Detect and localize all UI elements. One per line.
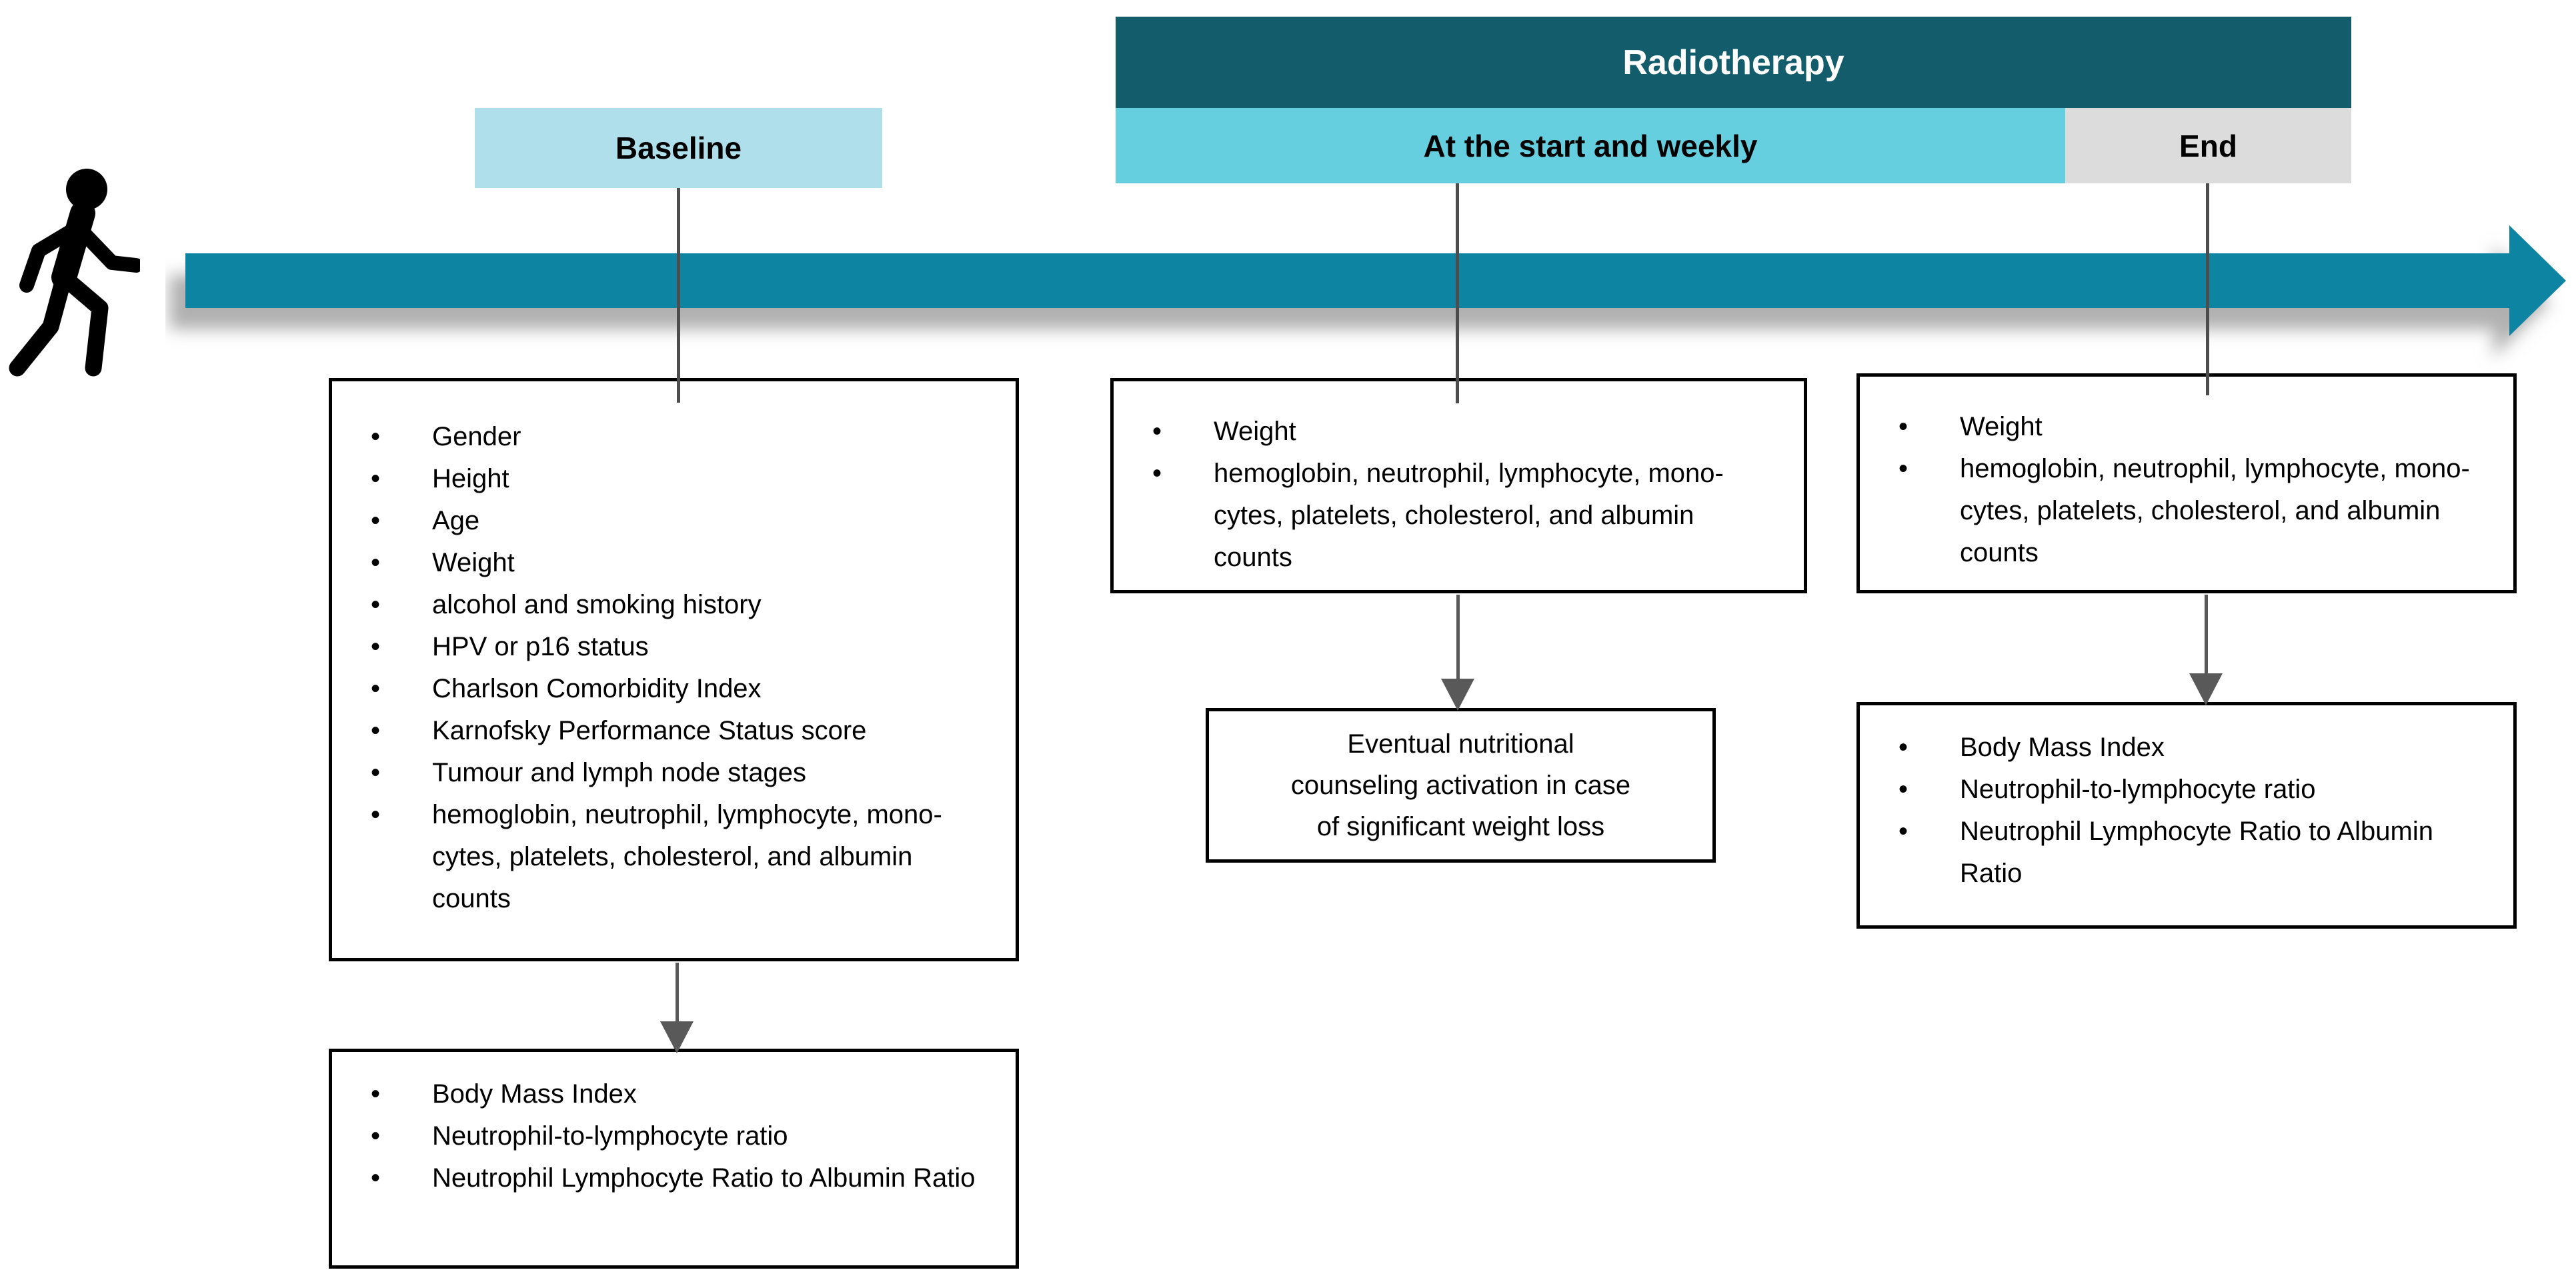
- list-item: Height: [332, 458, 985, 500]
- list-item: Gender: [332, 416, 985, 458]
- during-assessments-list: Weighthemoglobin, neutrophil, lymphocyte…: [1114, 381, 1804, 579]
- end-assessments-list: Weighthemoglobin, neutrophil, lymphocyte…: [1860, 377, 2513, 574]
- baseline-derived-indices-box: Body Mass IndexNeutrophil-to-lymphocyte …: [329, 1049, 1019, 1269]
- list-item: Neutrophil Lymphocyte Ratio to Albumin R…: [332, 1157, 985, 1199]
- arrowhead-down-icon: [1441, 679, 1474, 711]
- radiotherapy-phase-label: Radiotherapy: [1622, 43, 1844, 82]
- list-item: alcohol and smoking history: [332, 584, 985, 626]
- nutritional-counseling-text: Eventual nutritional counseling activati…: [1290, 729, 1631, 841]
- arrowhead-down-icon: [2189, 673, 2223, 705]
- list-item: hemoglobin, neutrophil, lymphocyte, mono…: [1860, 448, 2483, 574]
- list-item: Body Mass Index: [1860, 727, 2483, 769]
- list-item: hemoglobin, neutrophil, lymphocyte, mono…: [1114, 453, 1773, 579]
- end-assessments-box: Weighthemoglobin, neutrophil, lymphocyte…: [1856, 373, 2517, 593]
- during-assessments-box: Weighthemoglobin, neutrophil, lymphocyte…: [1110, 378, 1807, 593]
- connector-line-baseline-derived: [676, 963, 679, 1027]
- list-item: Weight: [1860, 406, 2483, 448]
- radiotherapy-phase-header: Radiotherapy: [1116, 17, 2351, 108]
- end-derived-indices-list: Body Mass IndexNeutrophil-to-lymphocyte …: [1860, 705, 2513, 895]
- list-item: Karnofsky Performance Status score: [332, 710, 985, 752]
- milestone-end-label: End: [2179, 128, 2237, 163]
- list-item: Neutrophil-to-lymphocyte ratio: [1860, 769, 2483, 811]
- milestone-baseline: Baseline: [475, 108, 882, 188]
- list-item: Weight: [1114, 411, 1773, 453]
- nutritional-counseling-box: Eventual nutritional counseling activati…: [1206, 708, 1716, 863]
- list-item: hemoglobin, neutrophil, lymphocyte, mono…: [332, 794, 985, 920]
- list-item: HPV or p16 status: [332, 626, 985, 668]
- timeline-right-arrow: [185, 225, 2566, 336]
- baseline-assessments-list: GenderHeightAgeWeightalcohol and smoking…: [332, 381, 1016, 920]
- list-item: Body Mass Index: [332, 1073, 985, 1115]
- milestone-baseline-label: Baseline: [615, 131, 742, 165]
- list-item: Age: [332, 500, 985, 542]
- milestone-end: End: [2065, 108, 2351, 183]
- end-derived-indices-box: Body Mass IndexNeutrophil-to-lymphocyte …: [1856, 702, 2517, 929]
- list-item: Charlson Comorbidity Index: [332, 668, 985, 710]
- connector-line-during-action: [1456, 595, 1460, 683]
- arrowhead-down-icon: [660, 1021, 694, 1053]
- milestone-during-radiotherapy: At the start and weekly: [1116, 108, 2065, 183]
- baseline-derived-indices-list: Body Mass IndexNeutrophil-to-lymphocyte …: [332, 1052, 1016, 1199]
- list-item: Tumour and lymph node stages: [332, 752, 985, 794]
- list-item: Neutrophil-to-lymphocyte ratio: [332, 1115, 985, 1157]
- connector-line-end-derived: [2205, 595, 2208, 677]
- connector-line-end: [2206, 183, 2209, 395]
- baseline-assessments-box: GenderHeightAgeWeightalcohol and smoking…: [329, 378, 1019, 961]
- walking-person-icon: [9, 169, 140, 377]
- connector-line-during: [1456, 183, 1459, 403]
- list-item: Neutrophil Lymphocyte Ratio to Albumin R…: [1860, 811, 2483, 895]
- connector-line-baseline: [677, 188, 680, 403]
- list-item: Weight: [332, 542, 985, 584]
- milestone-during-label: At the start and weekly: [1423, 128, 1758, 163]
